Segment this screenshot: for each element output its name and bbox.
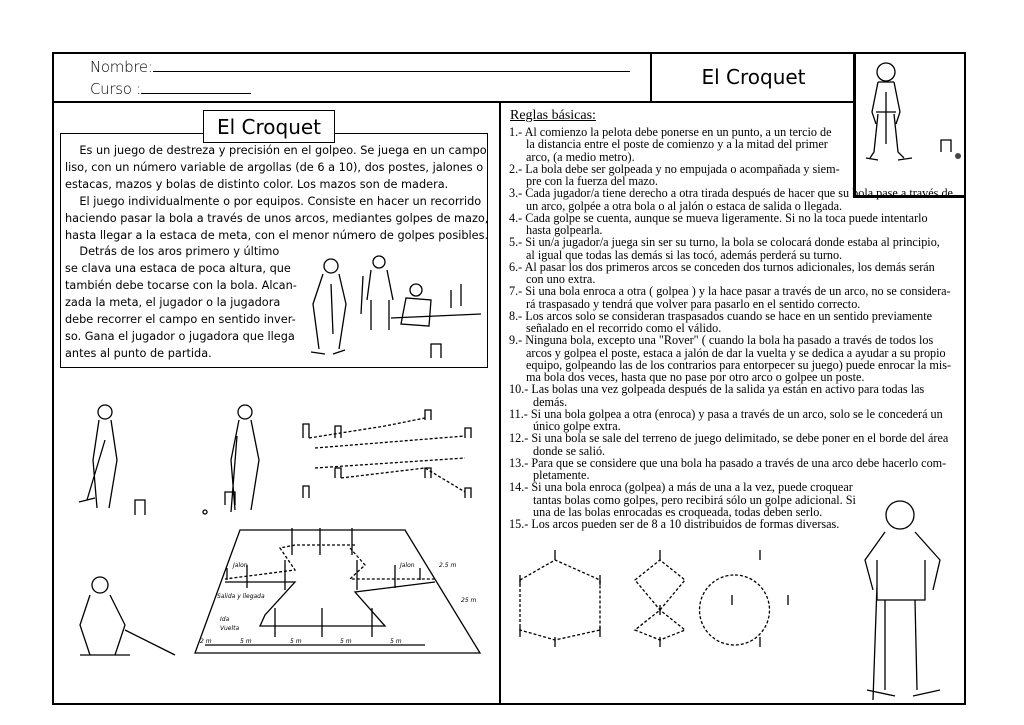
intro-text-line: haciendo pasar la bola a través de unos … [65,211,489,225]
rule-line: 3.- Cada jugador/a tiene derecho a otra … [509,186,953,201]
rule-line: 5.- Si un/a jugador/a juega sin ser su t… [509,235,940,250]
section-title: El Croquet [203,110,335,143]
rule-line: una de las bolas enrocadas es croqueada,… [533,504,823,519]
rule-line: arco, (a medio metro). [526,149,635,164]
dimension-label: 2 m [200,638,212,645]
rule-line: pletamente. [533,468,590,482]
intro-text-line: Es un juego de destreza y precisión en e… [65,144,487,157]
player-illustration-box [853,52,966,198]
rule-line: 12.- Si una bola se sale del terreno de … [509,431,949,446]
intro-text-line: El juego individualmente o por equipos. … [65,194,482,208]
rule-item: 15.- Los arcos pueden ser de 8 a 10 dist… [509,517,953,531]
rule-item: 5.- Si un/a jugador/a juega sin ser su t… [509,236,953,261]
dimension-label: 5 m [240,638,252,645]
dimension-label: 5 m [390,638,402,645]
rule-line: tantas bolas como golpes, pero recibirá … [533,492,856,507]
student-info-box: Nombre: Curso : [52,52,652,103]
course-field[interactable]: Curso : [90,79,251,98]
intro-text-line: Detrás de los aros primero y último [65,245,280,259]
rule-item: 14.- Si una bola enroca (golpea) a más d… [509,481,953,518]
rule-line: equipo, golpeando las de los contrarios … [526,357,952,372]
rule-item: 2.- La bola debe ser golpeada y no empuj… [509,161,953,188]
rule-line: con uno extra. [526,272,596,286]
players-with-mallets-illustration [78,404,260,515]
rule-item: 13.- Para que se considere que una bola … [509,455,953,482]
rule-item: 6.- Al pasar los dos primeros arcos se c… [509,259,953,286]
rule-item: 4.- Cada golpe se cuenta, aunque se muev… [509,210,953,237]
rule-line: 4.- Cada golpe se cuenta, aunque se muev… [509,210,928,225]
intro-text-box: Es un juego de destreza y precisión en e… [60,133,488,368]
legend-vuelta: Vuelta [220,625,240,632]
rule-item: 7.- Si una bola enroca a otra ( golpea )… [509,285,953,310]
legend-ida: Ida [220,616,230,623]
rule-line: la distancia entre el poste de comienzo … [526,137,828,152]
intro-text-line: debe recorrer el campo en sentido inver- [65,313,296,326]
dimension-label: 5 m [340,638,352,645]
players-illustration [310,255,482,358]
course-label: Curso : [90,80,141,98]
rule-line: donde se salió. [533,443,606,458]
rule-line: 6.- Al pasar los dos primeros arcos se c… [509,259,935,274]
rule-item: 3.- Cada jugador/a tiene derecho a otra … [509,187,953,212]
start-finish-label: Salida y llegada [217,593,265,600]
intro-text-line: estacas, mazos y bolas de distinto color… [65,177,449,191]
course-layout-diagram [302,409,472,498]
rule-item: 12.- Si una bola se sale del terreno de … [509,432,953,457]
arch-layouts-diagram [519,550,789,647]
course-underline [140,79,251,94]
rule-item: 1.- Al comienzo la pelota debe ponerse e… [509,126,953,163]
rule-line: arcos y golpea el poste, estaca a jalón … [526,345,946,360]
rule-item: 8.- Los arcos solo se consideran traspas… [509,308,953,335]
rules-heading: Reglas básicas: [510,108,596,123]
name-field[interactable]: Nombre: [90,57,630,76]
name-label: Nombre: [90,58,153,76]
rule-line: 9.- Ninguna bola, excepto una "Rover" ( … [509,333,934,348]
standing-player-illustration [864,500,941,701]
dimension-label: 2.5 m [439,562,456,569]
rule-line: demás. [533,394,568,409]
name-underline [152,57,630,72]
rule-item: 11.- Si una bola golpea a otra (enroca) … [509,406,953,433]
intro-text-line: liso, con un número variable de argollas… [65,160,484,174]
rule-line: 8.- Los arcos solo se consideran traspas… [509,308,933,323]
intro-text-line: hasta llegar a la estaca de meta, con el… [65,228,489,242]
dimension-label: 25 m [461,597,477,604]
croquet-player-drawing [865,62,961,161]
column-divider [499,103,501,703]
rule-line: pre con la fuerza del mazo. [526,174,658,188]
dimension-label: 5 m [290,638,302,645]
rule-line: al igual que todas las demás si las tocó… [526,247,843,262]
page-title: El Croquet [652,52,855,103]
rule-line: 14.- Si una bola enroca (golpea) a más d… [509,480,853,495]
intro-text-line: so. Gana el jugador o jugadora que llega [65,329,295,343]
rule-item: 10.- Las bolas una vez golpeada después … [509,383,953,408]
rule-item: 9.- Ninguna bola, excepto una "Rover" ( … [509,334,953,383]
worksheet-border [52,52,966,705]
rule-line: 13.- Para que se considere que una bola … [509,455,947,470]
rule-line: 11.- Si una bola golpea a otra (enroca) … [509,406,943,421]
kneeling-player-illustration [79,576,176,656]
jalon-right-label: Jalon [399,562,415,569]
rule-line: hasta golpearla. [526,223,603,237]
rule-line: 7.- Si una bola enroca a otra ( golpea )… [509,284,951,299]
intro-text-line: zada la meta, el jugador o la jugadora [65,296,281,310]
jalon-left-label: Jalon [232,562,248,569]
rule-line: 10.- Las bolas una vez golpeada después … [509,382,925,397]
rule-line: único golpe extra. [533,419,621,433]
rule-line: señalado en el recorrido como el válido. [526,321,722,335]
intro-text-line: se clava una estaca de poca altura, que [65,262,291,276]
rules-list: 1.- Al comienzo la pelota debe ponerse e… [509,126,953,531]
rule-line: ma bola dos veces, hasta que no pase por… [526,370,865,384]
rule-line: 2.- La bola debe ser golpeada y no empuj… [509,161,840,176]
rule-line: 1.- Al comienzo la pelota debe ponerse e… [509,125,832,139]
rule-line: un arco, golpée a otra bola o al jalón o… [526,198,843,213]
field-dimensions-diagram: Jalon Jalon Salida y llegada Ida Vuelta … [194,528,482,654]
rule-line: rá traspasado y tendrá que volver para p… [526,296,861,311]
intro-text-line: también debe tocarse con la bola. Alcan- [65,279,297,293]
rule-line: 15.- Los arcos pueden ser de 8 a 10 dist… [509,517,840,531]
intro-text-line: antes al punto de partida. [65,346,212,360]
